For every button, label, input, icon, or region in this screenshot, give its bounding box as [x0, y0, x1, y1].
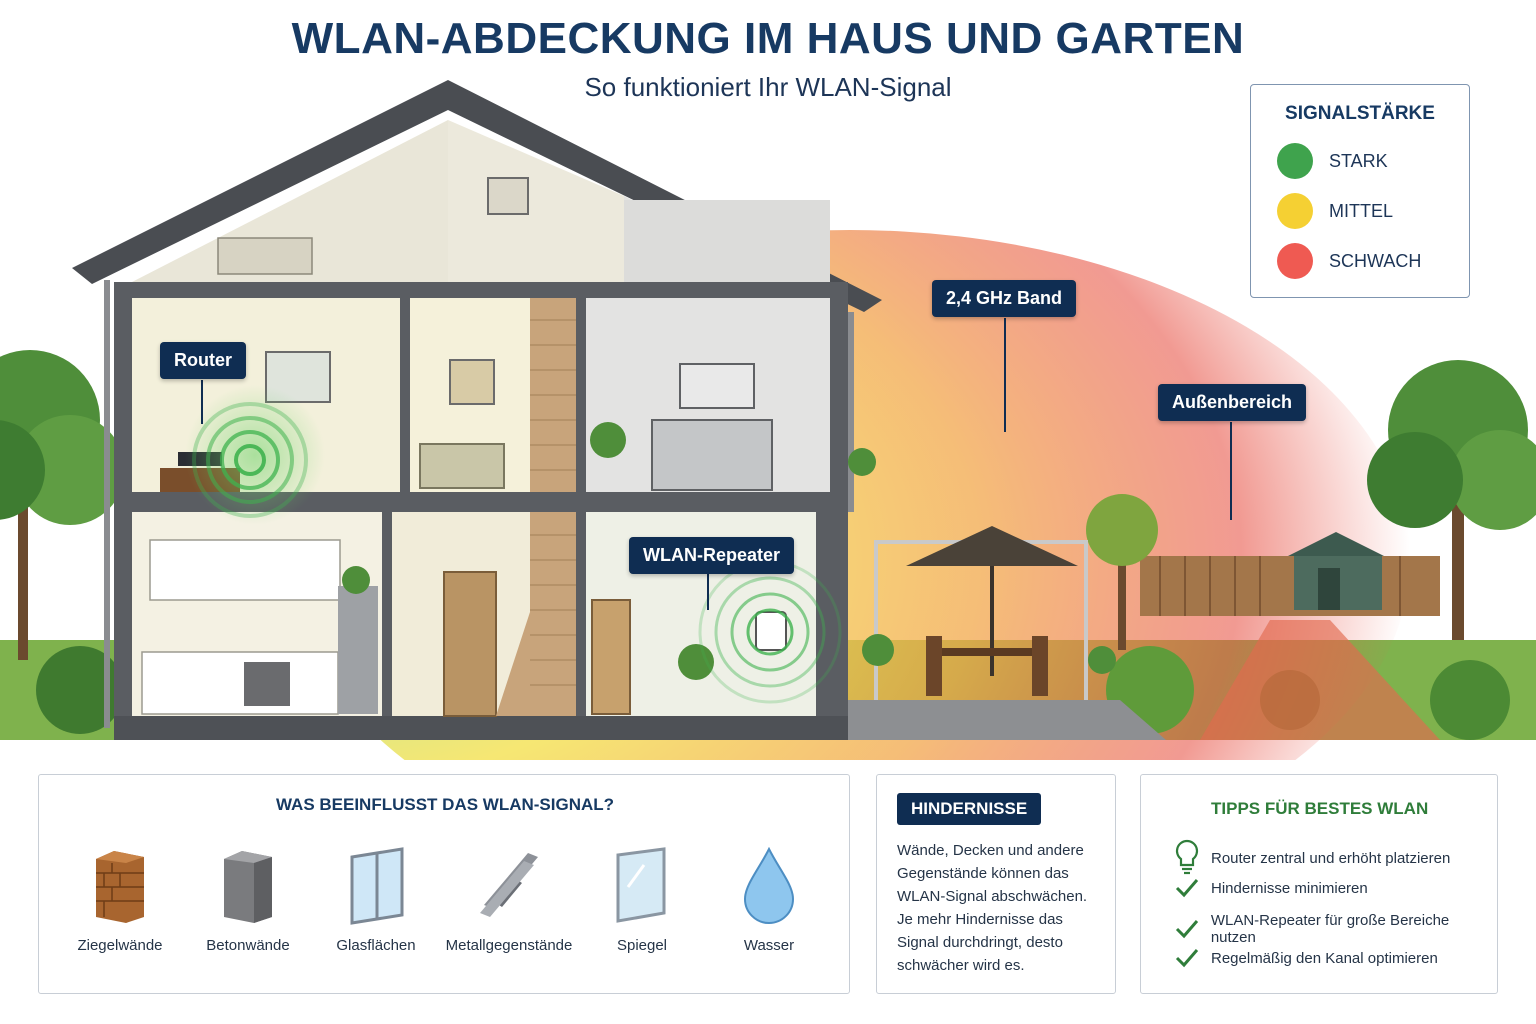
tip-item: Regelmäßig den Kanal optimieren — [1171, 947, 1438, 969]
factors-title: WAS BEEINFLUSST DAS WLAN-SIGNAL? — [275, 795, 615, 814]
tip-item: Router zentral und erhöht platzieren — [1171, 837, 1450, 879]
brick-wall-icon — [96, 851, 144, 923]
factor-water: Wasser — [694, 847, 844, 954]
tip-label: Router zentral und erhöht platzieren — [1211, 849, 1451, 867]
tip-label: Hindernisse minimieren — [1211, 879, 1368, 897]
terrace — [848, 526, 1166, 740]
yellow-dot-icon — [1277, 193, 1313, 229]
tree-middle — [1086, 494, 1158, 650]
water-drop-icon — [743, 847, 795, 924]
factor-concrete: Betonwände — [173, 847, 323, 954]
legend-label: MITTEL — [1329, 200, 1394, 221]
page-subtitle: So funktioniert Ihr WLAN-Signal — [584, 72, 952, 102]
legend-label: STARK — [1329, 150, 1388, 171]
window-icon — [350, 847, 404, 925]
router-label: Router — [160, 342, 246, 379]
band-label: 2,4 GHz Band — [932, 280, 1077, 317]
obstacles-badge: HINDERNISSE — [897, 793, 1042, 825]
factor-label: Ziegelwände — [77, 937, 163, 954]
legend-item-weak: SCHWACH — [1277, 243, 1421, 279]
legend-title: SIGNALSTÄRKE — [1285, 103, 1435, 124]
outdoor-label: Außenbereich — [1158, 384, 1307, 421]
check-icon — [1175, 920, 1199, 939]
tip-label: WLAN-Repeater für große Bereiche nutzen — [1210, 912, 1450, 946]
red-dot-icon — [1277, 243, 1313, 279]
repeater-label: WLAN-Repeater — [629, 537, 795, 574]
factors-panel: WAS BEEINFLUSST DAS WLAN-SIGNAL? Ziegelw… — [38, 774, 850, 994]
garden-fence — [1140, 556, 1440, 616]
tip-item: Hindernisse minimieren — [1171, 877, 1368, 899]
green-dot-icon — [1277, 143, 1313, 179]
page-title: WLAN-ABDECKUNG IM HAUS UND GARTEN — [291, 14, 1245, 63]
obstacles-panel: HINDERNISSE Wände, Decken und andere Geg… — [876, 774, 1116, 994]
legend-item-medium: MITTEL — [1277, 193, 1393, 229]
factor-label: Wasser — [743, 937, 795, 954]
factor-label: Metallgegenstände — [445, 937, 573, 954]
lightbulb-icon — [1175, 839, 1199, 875]
factor-glass: Glasflächen — [301, 847, 451, 954]
legend-item-strong: STARK — [1277, 143, 1388, 179]
garden-shed — [1288, 532, 1384, 610]
router-signal-waves — [185, 385, 325, 525]
tip-item: WLAN-Repeater für große Bereiche nutzen — [1171, 912, 1497, 946]
tips-panel: TIPPS FÜR BESTES WLAN Router zentral und… — [1140, 774, 1498, 994]
obstacles-text: Wände, Decken und andere Gegenstände kön… — [897, 842, 1088, 974]
tree-right — [1367, 360, 1536, 640]
factor-mirror: Spiegel — [567, 847, 717, 954]
concrete-block-icon — [224, 851, 272, 923]
legend-label: SCHWACH — [1329, 250, 1422, 271]
signal-strength-legend: SIGNALSTÄRKE STARK MITTEL SCHWACH — [1250, 84, 1470, 298]
factor-label: Betonwände — [206, 937, 290, 954]
repeater-signal-waves — [698, 560, 842, 704]
factor-brick: Ziegelwände — [45, 847, 195, 954]
mirror-icon — [616, 847, 666, 923]
factor-metal: Metallgegenstände — [434, 847, 584, 954]
factor-label: Glasflächen — [336, 937, 416, 954]
factor-label: Spiegel — [616, 937, 668, 954]
check-icon — [1175, 949, 1199, 968]
tip-label: Regelmäßig den Kanal optimieren — [1211, 949, 1438, 967]
steel-beam-icon — [480, 853, 538, 917]
tips-title: TIPPS FÜR BESTES WLAN — [1211, 799, 1429, 818]
tree-left — [0, 350, 125, 660]
check-icon — [1175, 879, 1199, 898]
